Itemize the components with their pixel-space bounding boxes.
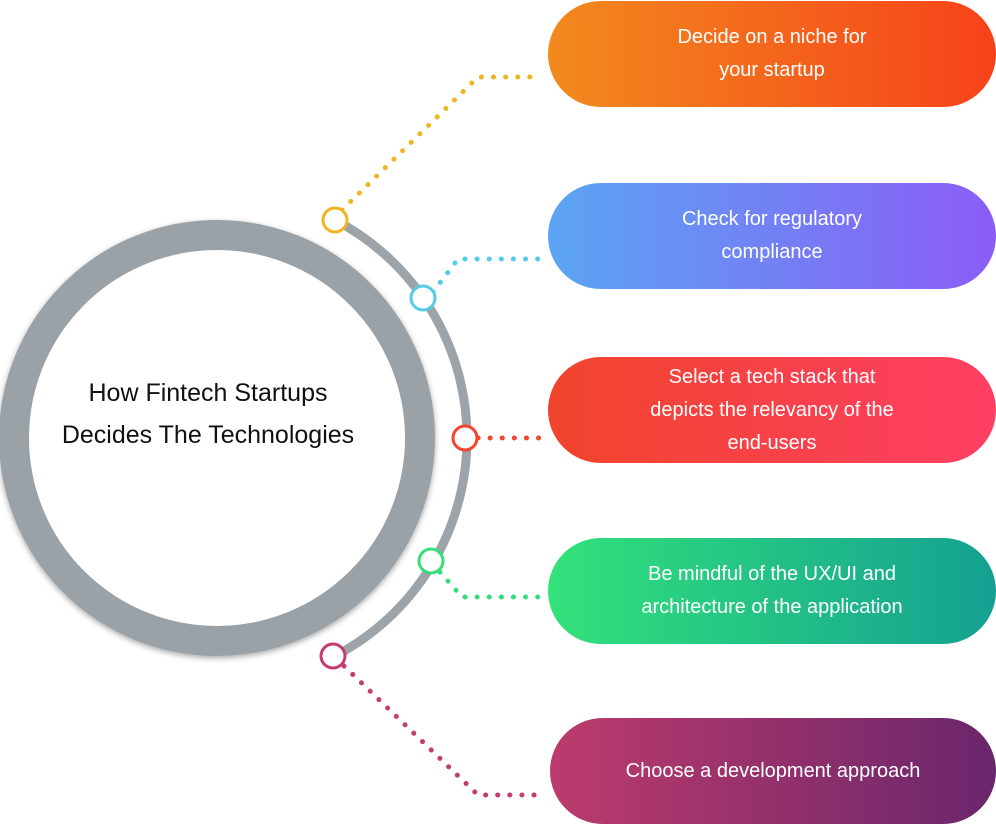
- connector-0: [339, 74, 543, 213]
- center-title: How Fintech Startups Decides The Technol…: [28, 372, 388, 456]
- node-2: [451, 424, 479, 452]
- connector-1: [430, 256, 543, 295]
- connector-3: [437, 569, 543, 600]
- node-1: [409, 284, 437, 312]
- center-title-line-1: How Fintech Startups: [88, 379, 328, 407]
- node-4: [319, 642, 347, 670]
- main-ring: [0, 220, 435, 656]
- step-pill-tech-stack: Select a tech stack that depicts the rel…: [548, 357, 996, 463]
- step-pill-line: Choose a development approach: [625, 759, 921, 782]
- center-title-line-2: Decides The Technologies: [61, 421, 355, 449]
- node-3: [417, 547, 445, 575]
- node-0: [321, 206, 349, 234]
- step-pill-line: depicts the relevancy of the: [650, 398, 894, 421]
- step-pill-line: Select a tech stack that: [668, 365, 876, 388]
- step-pill-line: architecture of the application: [641, 596, 903, 618]
- step-pill-development-approach: Choose a development approach: [550, 718, 996, 824]
- step-pill-ux-ui: Be mindful of the UX/UI and architecture…: [548, 538, 996, 644]
- connector-4: [341, 663, 543, 798]
- step-pill-line: compliance: [721, 241, 823, 263]
- step-pill-compliance: Check for regulatory compliance: [548, 183, 996, 289]
- step-pill-line: Decide on a niche for: [677, 26, 867, 48]
- step-pill-niche: Decide on a niche for your startup: [548, 1, 996, 107]
- step-pill-line: your startup: [719, 59, 825, 81]
- step-pill-line: Check for regulatory: [681, 208, 863, 230]
- step-pill-line: end-users: [727, 431, 817, 454]
- step-pill-line: Be mindful of the UX/UI and: [648, 563, 896, 585]
